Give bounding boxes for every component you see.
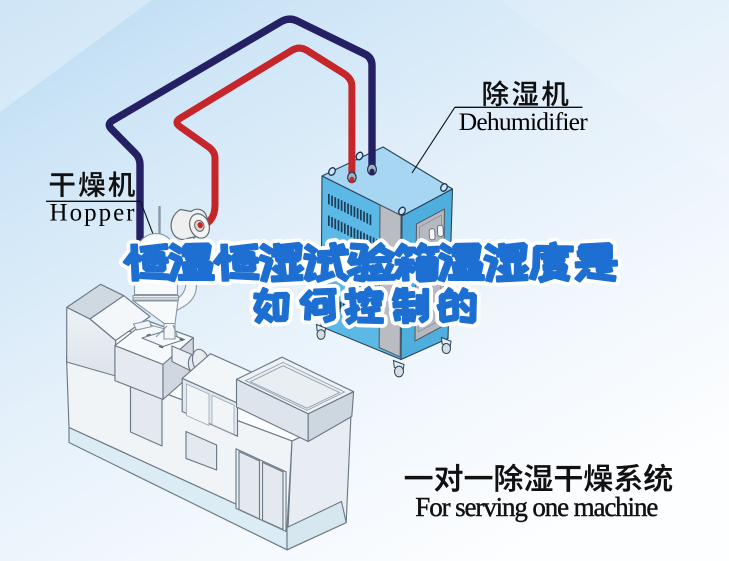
svg-text:Hopper: Hopper bbox=[50, 200, 136, 227]
svg-text:Dehumidifier: Dehumidifier bbox=[459, 107, 589, 136]
svg-text:For serving one machine: For serving one machine bbox=[415, 492, 658, 522]
